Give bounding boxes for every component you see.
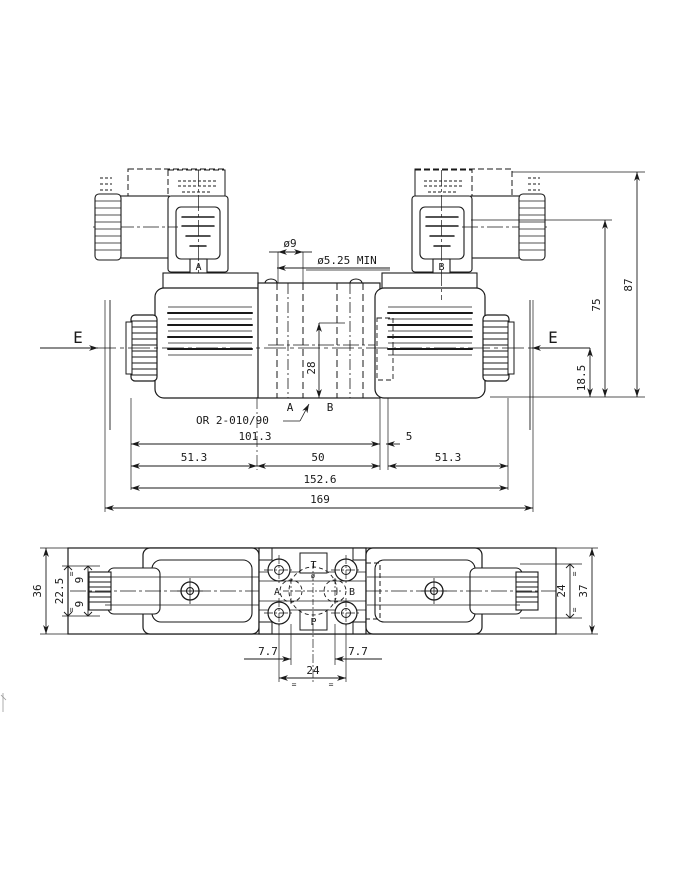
sheet-edge-mark [0, 693, 7, 712]
equal-mark-top: = [67, 571, 76, 576]
dim-169: 169 [104, 300, 534, 512]
bottom-center-face: T P A B ø [258, 547, 367, 635]
bottom-right-coil [365, 547, 556, 635]
port-label-b-bottom: B [349, 587, 355, 598]
bottom-dim-9-pair: 9 9 [62, 565, 100, 617]
dim-label-50: 50 [311, 451, 324, 464]
dim-5: 5 [386, 398, 412, 470]
mounting-holes [264, 555, 361, 628]
right-connector-body: B [411, 170, 547, 300]
port-label-b-front: B [327, 401, 334, 414]
note-label-oring: OR 2-010/90 [196, 414, 269, 427]
bottom-dim-77-right: 7.7 [334, 624, 382, 682]
dim-label-5: 5 [406, 430, 413, 443]
dim-label-169: 169 [310, 493, 330, 506]
dim-label-1013: 101.3 [238, 430, 271, 443]
dim-label-d525: ø5.25 MIN [317, 254, 377, 267]
front-view-group: A [40, 168, 645, 512]
equal-mark-bottom: = [67, 607, 76, 612]
port-label-p: P [310, 617, 316, 628]
section-mark-e-right: E [529, 300, 590, 430]
dim-label-225: 22.5 [53, 578, 66, 605]
section-label-e-left: E [73, 328, 83, 347]
dim-label-9-top: 9 [73, 577, 86, 584]
bottom-dim-37: 37 [556, 547, 598, 635]
bottom-dim-24-span: 24 = = [279, 624, 346, 689]
dim-label-513-left: 51.3 [181, 451, 208, 464]
dim-185: 18.5 [575, 348, 593, 397]
dim-87: 87 [490, 171, 645, 398]
solenoid-label-b: B [438, 262, 444, 273]
bottom-dim-225: 22.5 = = [53, 565, 76, 617]
dim-28: 28 [305, 322, 345, 398]
dim-label-87: 87 [622, 278, 635, 291]
port-label-t: T [310, 560, 316, 571]
dim-label-1526: 152.6 [303, 473, 336, 486]
right-solenoid-coil [374, 272, 486, 399]
equal-mark-right-bottom: = [570, 607, 579, 612]
dim-label-77-left: 7.7 [258, 645, 278, 658]
dim-label-d9: ø9 [283, 237, 296, 250]
solenoid-label-a: A [195, 262, 201, 273]
equal-mark-span-left: = [292, 680, 297, 689]
dim-1526: 152.6 [131, 473, 508, 491]
dim-label-37: 37 [577, 584, 590, 597]
left-connector-knurl [94, 193, 122, 261]
bottom-dim-77-left: 7.7 [244, 624, 292, 682]
port-label-a-bottom: A [274, 587, 280, 598]
bottom-dim-36: 36 [31, 547, 70, 635]
equal-mark-span-right: = [329, 680, 334, 689]
dim-label-24-right: 24 [555, 584, 568, 598]
dim-label-185: 18.5 [575, 365, 588, 392]
dim-1013: 101.3 [130, 398, 381, 490]
dim-75: 75 [471, 219, 612, 397]
section-mark-e-left: E [40, 300, 111, 430]
note-oring: OR 2-010/90 [196, 403, 310, 427]
dim-label-36: 36 [31, 584, 44, 597]
section-label-e-right: E [548, 328, 558, 347]
port-label-a-front: A [287, 401, 294, 414]
left-connector-body: A [93, 170, 229, 300]
dim-chain-row: 51.3 50 51.3 [131, 398, 509, 490]
dim-label-75: 75 [590, 298, 603, 311]
equal-mark-right-top: = [570, 571, 579, 576]
dim-label-28: 28 [305, 361, 318, 374]
right-connector-knurl [518, 193, 546, 261]
bottom-view-group: T P A B ø [31, 547, 598, 689]
left-solenoid-coil [154, 272, 266, 399]
dim-label-9-bottom: 9 [73, 601, 86, 608]
manufacturer-stamp: ø [311, 572, 316, 580]
bottom-dim-24-right: 24 = = [520, 563, 582, 619]
dim-diameter-525-min: ø5.25 MIN [277, 254, 390, 271]
dim-label-77-right: 7.7 [348, 645, 368, 658]
dim-label-513-right: 51.3 [435, 451, 462, 464]
